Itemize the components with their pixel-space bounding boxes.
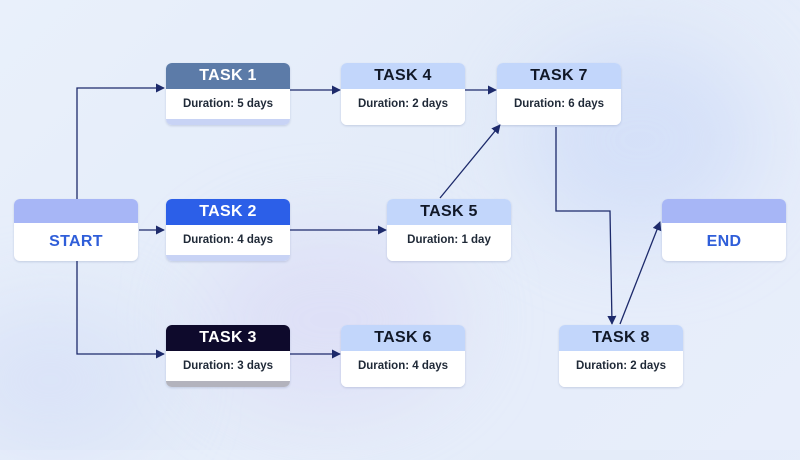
task-node-footer <box>387 255 511 261</box>
task-node-title: TASK 5 <box>387 199 511 225</box>
end-node[interactable]: END <box>662 199 786 261</box>
task-node-7[interactable]: TASK 7 Duration: 6 days <box>497 63 621 125</box>
task-node-title: TASK 2 <box>166 199 290 225</box>
start-node[interactable]: START <box>14 199 138 261</box>
start-node-header <box>14 199 138 223</box>
arrow-task5-task7 <box>439 124 501 199</box>
task-node-title: TASK 1 <box>166 63 290 89</box>
task-node-title: TASK 8 <box>559 325 683 351</box>
task-node-footer <box>166 255 290 261</box>
dependency-arrows <box>76 83 662 359</box>
task-node-duration: Duration: 1 day <box>407 234 491 246</box>
task-node-3[interactable]: TASK 3 Duration: 3 days <box>166 325 290 387</box>
task-node-duration: Duration: 2 days <box>357 98 449 110</box>
end-node-label: END <box>706 233 742 250</box>
task-node-6[interactable]: TASK 6 Duration: 4 days <box>341 325 465 387</box>
task-node-duration: Duration: 3 days <box>182 360 274 372</box>
arrow-task8-end <box>619 221 662 325</box>
task-node-duration: Duration: 4 days <box>357 360 449 372</box>
task-node-footer <box>559 381 683 387</box>
arrow-start-task1 <box>76 83 165 199</box>
task-node-footer <box>341 381 465 387</box>
task-node-duration: Duration: 6 days <box>513 98 605 110</box>
task-node-1[interactable]: TASK 1 Duration: 5 days <box>166 63 290 125</box>
start-node-label: START <box>49 233 103 250</box>
task-node-8[interactable]: TASK 8 Duration: 2 days <box>559 325 683 387</box>
task-node-2[interactable]: TASK 2 Duration: 4 days <box>166 199 290 261</box>
task-node-footer <box>166 119 290 125</box>
task-node-4[interactable]: TASK 4 Duration: 2 days <box>341 63 465 125</box>
task-node-footer <box>497 119 621 125</box>
task-node-title: TASK 6 <box>341 325 465 351</box>
end-node-header <box>662 199 786 223</box>
task-node-duration: Duration: 5 days <box>182 98 274 110</box>
task-node-title: TASK 7 <box>497 63 621 89</box>
task-node-footer <box>166 381 290 387</box>
arrow-start-task3 <box>76 261 165 359</box>
arrow-task7-task8 <box>555 127 617 325</box>
task-node-title: TASK 3 <box>166 325 290 351</box>
task-node-footer <box>341 119 465 125</box>
task-node-title: TASK 4 <box>341 63 465 89</box>
task-node-5[interactable]: TASK 5 Duration: 1 day <box>387 199 511 261</box>
task-node-duration: Duration: 4 days <box>182 234 274 246</box>
task-node-duration: Duration: 2 days <box>575 360 667 372</box>
